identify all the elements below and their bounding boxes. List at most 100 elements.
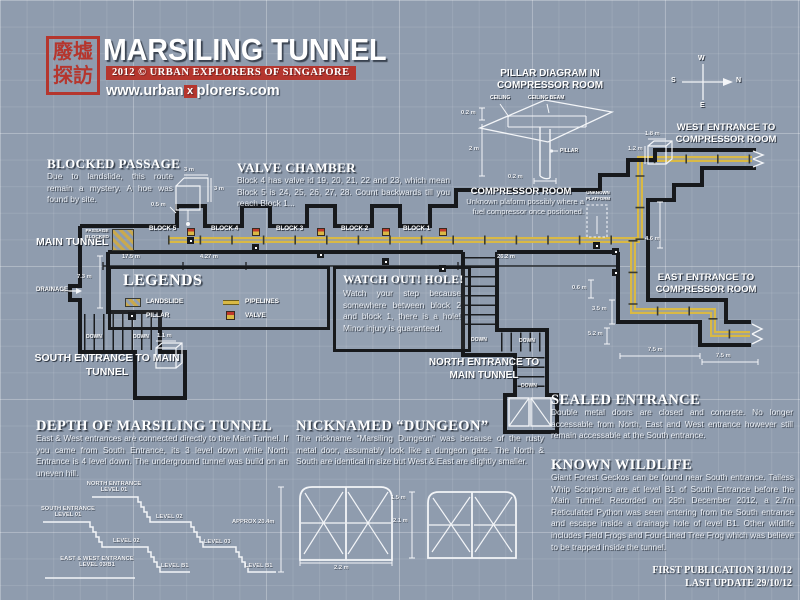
legend-landslide-label: LANDSLIDE: [146, 298, 184, 305]
nicknamed-body: The nickname “Marsiling Dungeon” was bec…: [296, 433, 544, 467]
website-prefix: www.urban: [106, 83, 184, 99]
profile-east-west-text: EAST & WEST ENTRANCE: [60, 556, 134, 562]
block-3-label: BLOCK 3: [276, 225, 304, 232]
depth-heading: DEPTH OF MARSILING TUNNEL: [36, 418, 272, 434]
known-wildlife-body: Giant Forest Geckos can be found near So…: [551, 472, 794, 552]
sealed-entrance-heading: SEALED ENTRANCE: [551, 392, 701, 408]
pillar-diagram-heading: PILLAR DIAGRAM IN COMPRESSOR ROOM: [468, 68, 632, 91]
north-entrance-label: NORTH ENTRANCE TO MAIN TUNNEL: [428, 357, 540, 381]
meas-door-2-1m: 2.1 m: [393, 518, 408, 524]
publication-dates: FIRST PUBLICATION 31/10/12 LAST UPDATE 2…: [652, 565, 792, 590]
profile-south-level01-text: LEVEL 01: [54, 512, 82, 518]
meas-7-5m-b: 7.5 m: [716, 353, 731, 359]
legend-title: LEGENDS: [123, 272, 203, 289]
profile-north-entrance-text: NORTH ENTRANCE: [86, 481, 142, 487]
down-label-south-2: DOWN: [133, 334, 149, 340]
legend-pipelines-label: PIPELINES: [245, 298, 279, 305]
nicknamed-heading: NICKNAMED “DUNGEON”: [296, 418, 489, 434]
west-entrance-label: WEST ENTRANCE TO COMPRESSOR ROOM: [675, 122, 777, 146]
south-entrance-label: SOUTH ENTRANCE TO MAIN TUNNEL: [34, 352, 180, 378]
compressor-room-heading: COMPRESSOR ROOM: [470, 186, 572, 197]
watch-out-body: Watch your step because somewhere betwee…: [343, 288, 461, 333]
meas-3m-top: 3 m: [184, 167, 194, 173]
east-entrance-label: EAST ENTRANCE TO COMPRESSOR ROOM: [655, 272, 757, 296]
drainage-label: DRAINAGE: [36, 287, 69, 293]
seal-logo: 廢墟 探訪: [46, 36, 100, 95]
pillar-label: PILLAR: [560, 148, 579, 154]
profile-level02-south-label: LEVEL 02: [113, 538, 140, 544]
profile-level02-north-label: LEVEL 02: [156, 514, 183, 520]
seal-bottom-text: 探訪: [53, 65, 93, 87]
tunnel-pillar-2-icon: [252, 244, 259, 251]
page-title: MARSILING TUNNEL: [103, 32, 387, 67]
meas-7-3m: 7.3 m: [77, 274, 92, 280]
meas-4-6m: 4.6 m: [645, 236, 660, 242]
compass-arrowhead: [723, 78, 733, 86]
room-pillar-1-icon: [612, 248, 619, 255]
meas-7-5m-a: 7.5 m: [648, 347, 663, 353]
compass-w-label: W: [698, 55, 705, 62]
legend-pillar-label: PILLAR: [146, 312, 170, 319]
meas-5-2m: 5.2 m: [588, 331, 603, 337]
meas-door-1-5m: 1.5 m: [391, 495, 406, 501]
first-publication-date: FIRST PUBLICATION 31/10/12: [652, 565, 792, 576]
ceiling-beam-label: CEILING BEAM: [528, 95, 565, 101]
meas-0-5m: 0.5 m: [151, 202, 166, 208]
blocked-passage-body: Due to landslide, this route remain a my…: [47, 171, 173, 205]
last-update-date: LAST UPDATE 29/10/12: [685, 577, 792, 589]
compass-s-label: S: [671, 77, 676, 84]
profile-level03b1-text: LEVEL 03/B1: [79, 562, 115, 568]
passage-blocked-label: PASSAGE BLOCKED: [85, 229, 109, 241]
meas-1-8m: 1.8 m: [645, 131, 660, 137]
pillar-icon: [128, 312, 136, 320]
down-label-north-1: DOWN: [471, 337, 487, 343]
profile-approx-label: APPROX 20.4m: [232, 519, 275, 525]
room-pillar-2-icon: [612, 269, 619, 276]
meas-0-6m: 0.6 m: [572, 285, 587, 291]
watch-out-heading: WATCH OUT! HOLE!: [343, 274, 464, 286]
profile-levelb1-south-label: LEVEL B1: [161, 563, 189, 569]
watch-out-box: WATCH OUT! HOLE! Watch your step because…: [333, 266, 471, 352]
meas-4-27m: 4.27 m: [200, 254, 219, 260]
tunnel-pillar-4-icon: [382, 258, 389, 265]
website-x-icon: x: [183, 85, 197, 98]
subtitle-banner: 2012 © URBAN EXPLORERS OF SINGAPORE: [106, 66, 356, 80]
block-5-label: BLOCK 5: [149, 225, 177, 232]
block-4-label: BLOCK 4: [211, 225, 239, 232]
valve-chamber-body: Block 4 has valve id 19, 20, 21, 22 and …: [237, 175, 450, 209]
landslide-icon: [125, 298, 141, 307]
valve-3-icon: [317, 228, 325, 236]
meas-1-1m: 1.1 m: [157, 333, 172, 339]
legend-valve-label: VALVE: [245, 312, 266, 319]
down-label-south-1: DOWN: [86, 334, 102, 340]
profile-north-level01-text: LEVEL 01: [100, 487, 128, 493]
compass-n-label: N: [736, 77, 742, 84]
tunnel-pillar-5-icon: [439, 265, 446, 272]
blocked-passage-heading: BLOCKED PASSAGE: [47, 156, 181, 171]
pillar-diagram-heading-line1: PILLAR DIAGRAM IN: [500, 68, 600, 79]
block-1-label: BLOCK 1: [403, 225, 431, 232]
valve-1-icon: [187, 228, 195, 236]
platform-pillar-icon: [593, 242, 600, 249]
pillar-diagram-heading-line2: COMPRESSOR ROOM: [496, 79, 604, 91]
tunnel-pillar-1-icon: [187, 237, 194, 244]
known-wildlife-heading: KNOWN WILDLIFE: [551, 457, 693, 473]
valve-4-icon: [382, 228, 390, 236]
valve-2-icon: [252, 228, 260, 236]
seal-top-text: 廢墟: [53, 41, 93, 63]
compressor-room-body: Unknown plaform possibly where a fuel co…: [466, 197, 584, 217]
meas-door-2-2m: 2.2 m: [334, 565, 349, 571]
meas-26-2m: 26.2 m: [497, 254, 516, 260]
legend-box: LEGENDS LANDSLIDE PIPELINES PILLAR VALVE: [108, 266, 330, 330]
ceiling-label: CEILING: [490, 95, 511, 101]
main-tunnel-label: MAIN TUNNEL: [36, 236, 109, 248]
depth-body: East & West entrances are connected dire…: [36, 433, 288, 478]
unknown-platform-label: UNKNOWN PLATFORM: [585, 190, 611, 201]
website-suffix: plorers.com: [196, 83, 280, 99]
valve-icon: [226, 311, 235, 320]
valve-chamber-heading: VALVE CHAMBER: [237, 160, 356, 175]
